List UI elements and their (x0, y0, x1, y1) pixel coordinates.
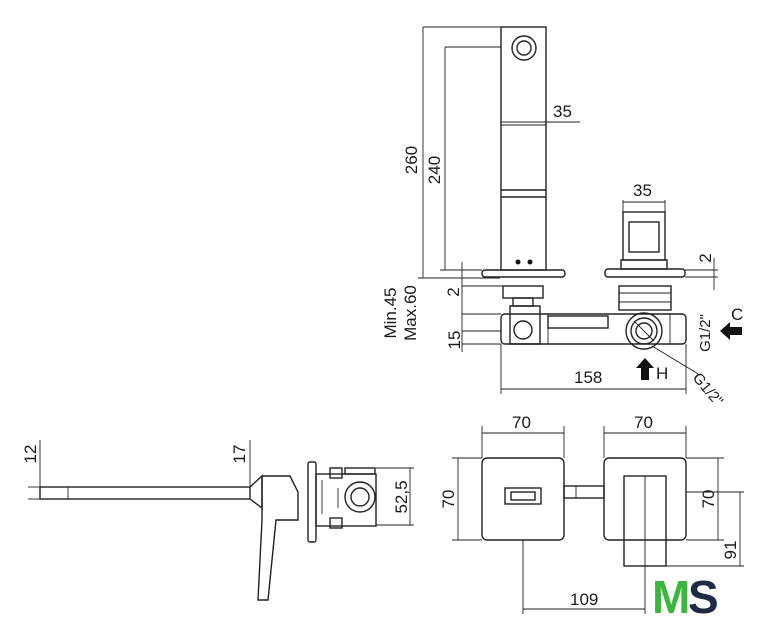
lower-spout (39, 486, 251, 500)
front-plate-left (481, 457, 565, 541)
dim-2-left: 2 (444, 287, 463, 296)
spout-plate (481, 269, 566, 278)
logo-m: M (652, 571, 690, 623)
spout-outlet (511, 35, 537, 61)
dim-12: 12 (21, 445, 40, 464)
front-view: 70 70 70 70 91 109 (439, 413, 744, 614)
spout-body (500, 26, 547, 271)
dim-70-left: 70 (512, 413, 531, 432)
dim-min-45: Min.45 (381, 287, 400, 338)
lever (257, 475, 299, 601)
lower-side-view: 12 17 52,5 (21, 440, 414, 601)
dim-35-spout: 35 (553, 102, 572, 121)
logo-s: S (688, 571, 719, 623)
dim-2-right: 2 (696, 253, 715, 262)
handle-plate (604, 268, 686, 278)
dim-max-60: Max.60 (401, 285, 420, 341)
dim-35-handle: 35 (633, 181, 652, 200)
arrow-c-icon (720, 322, 742, 340)
label-g12-diagonal: G1/2" (689, 370, 726, 410)
dim-70-height-right: 70 (699, 490, 718, 509)
label-g12-vertical: G1/2" (697, 314, 714, 352)
dim-52-5: 52,5 (392, 480, 411, 513)
ms-logo: M S (652, 571, 719, 623)
dim-91: 91 (721, 541, 740, 560)
connector-pipe (563, 485, 605, 499)
dim-70-height-left: 70 (439, 490, 458, 509)
arrow-h-icon (636, 358, 654, 380)
dim-240: 240 (425, 156, 444, 184)
inlet-fitting (625, 312, 663, 350)
dim-15: 15 (445, 331, 464, 350)
label-c: C (731, 305, 743, 324)
dim-260: 260 (402, 146, 421, 174)
dim-109: 109 (570, 590, 598, 609)
valve-body (500, 313, 687, 345)
dim-17: 17 (230, 445, 249, 464)
lower-inlet (344, 481, 376, 513)
label-h: H (656, 364, 668, 383)
dim-158: 158 (574, 368, 602, 387)
dim-70-right: 70 (634, 413, 653, 432)
upper-side-view: 260 240 35 35 2 2 Min.45 Max.60 15 158 C (381, 26, 743, 410)
